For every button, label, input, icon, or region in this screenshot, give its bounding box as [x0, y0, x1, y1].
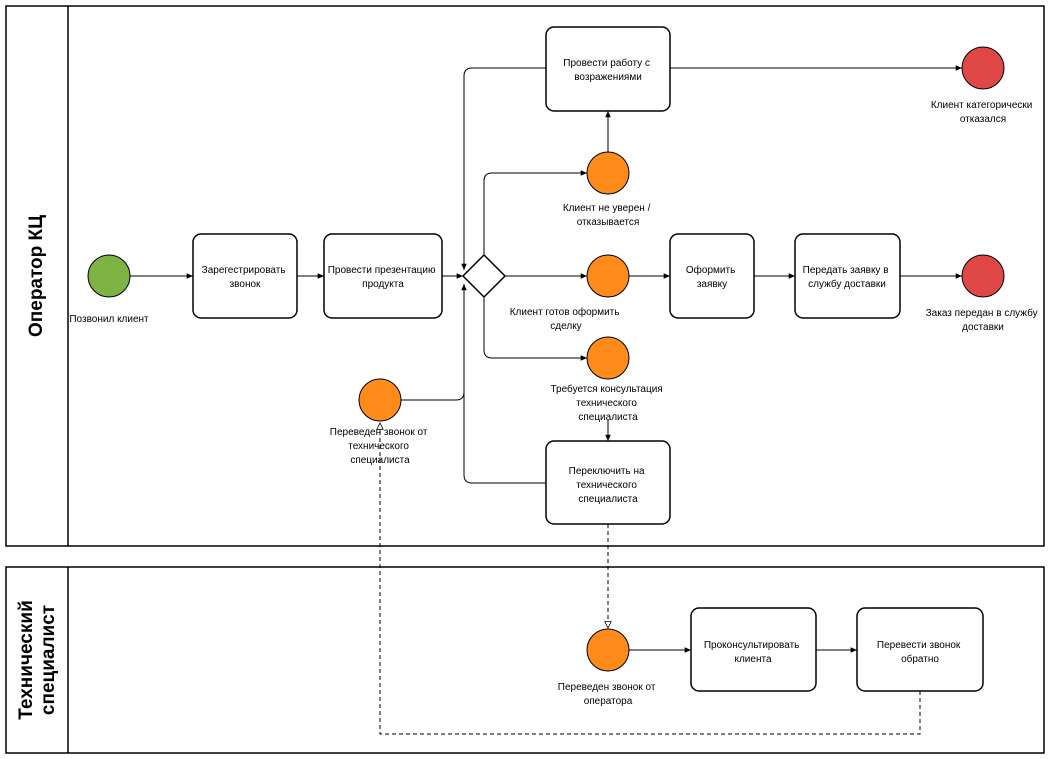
msg-transfer-back: [380, 423, 921, 735]
task-delivery-label: Передать заявку в службу доставки: [803, 265, 892, 290]
message-flows: [380, 423, 921, 735]
event-transferred-from-tech-label: Переведен звонок от технического специал…: [330, 427, 430, 466]
lane-tech-title-line2: специалист: [38, 605, 59, 715]
task-switch-label: Переключить на технического специалиста: [569, 466, 648, 505]
tasks: [192, 26, 984, 692]
lane-operator-title: Оператор КЦ: [26, 215, 47, 337]
task-consult-label: Проконсультировать клиента: [704, 640, 802, 665]
task-switch: [545, 440, 671, 525]
event-start: [87, 254, 131, 298]
event-refused: [961, 46, 1005, 90]
task-register: [192, 233, 298, 319]
task-transfer-back: [856, 607, 984, 692]
task-register-label: Зарегестрировать звонок: [202, 265, 289, 290]
event-refused-label: Клиент категорически отказался: [931, 100, 1035, 125]
task-order: [669, 233, 755, 319]
task-labels: Зарегестрировать звонок Провести презент…: [202, 57, 963, 665]
task-delivery: [794, 233, 901, 319]
event-delivered-label: Заказ передан в службу доставки: [926, 307, 1041, 333]
task-objections: [545, 26, 671, 112]
event-labels: Позвонил клиент Клиент категорически отк…: [69, 100, 1041, 707]
exclusive-gateway: [461, 253, 507, 299]
flow-gateway-unsure: [483, 170, 587, 255]
flow-switch-to-gateway: [463, 284, 546, 484]
task-objections-label: Провести работу с возражениями: [563, 57, 652, 83]
task-presentation-label: Провести презентацию продукта: [328, 265, 439, 290]
event-ready: [586, 254, 630, 298]
event-unsure: [586, 151, 630, 195]
event-transferred-from-tech: [358, 378, 402, 422]
lane-tech-title-line1: Технический: [16, 600, 37, 719]
event-transferred-from-operator: [586, 628, 630, 672]
flow-gateway-consult: [483, 297, 587, 361]
task-presentation: [323, 233, 443, 319]
task-order-label: Оформить заявку: [686, 264, 738, 290]
event-ready-label: Клиент готов оформить сделку: [510, 306, 623, 332]
event-need-consult-label: Требуется консультация технического спец…: [551, 383, 666, 423]
event-delivered: [961, 254, 1005, 298]
event-need-consult: [586, 336, 630, 380]
task-transfer-back-label: Перевести звонок обратно: [877, 640, 963, 665]
event-transferred-from-operator-label: Переведен звонок от оператора: [558, 682, 658, 707]
task-consult: [690, 607, 817, 692]
flow-objections-to-gateway: [461, 67, 546, 270]
sequence-flows: [130, 65, 962, 653]
event-unsure-label: Клиент не уверен / отказывается: [563, 203, 653, 228]
event-start-label: Позвонил клиент: [69, 314, 149, 325]
events: [87, 46, 1005, 672]
